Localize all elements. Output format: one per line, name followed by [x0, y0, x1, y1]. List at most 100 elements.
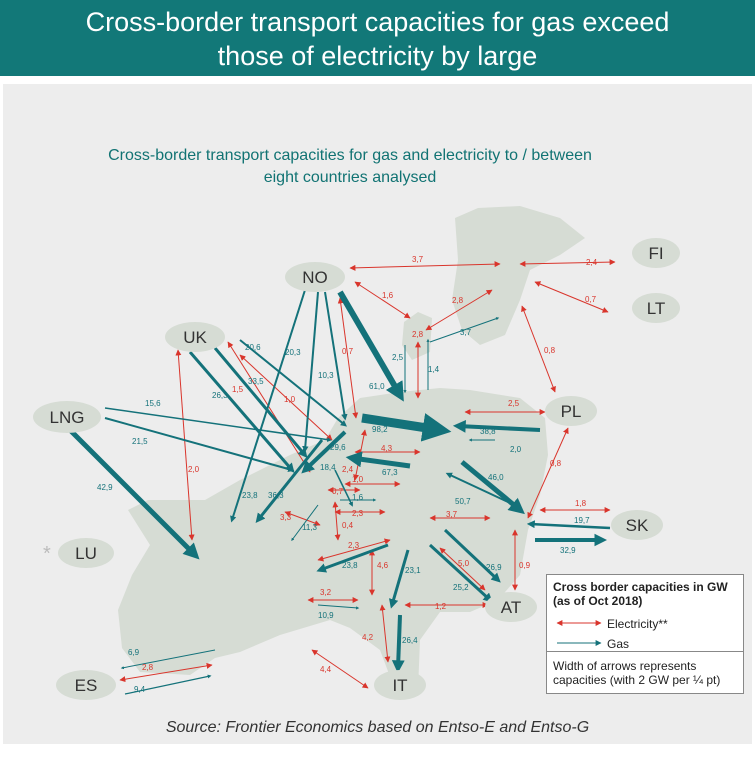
gas-arrow-uk-fr [188, 351, 295, 473]
val-sk-cz-329: 32,9 [560, 546, 576, 555]
val-no-dk-16: 1,6 [382, 291, 394, 300]
legend-symbols [556, 620, 602, 646]
bubble-pl [545, 396, 597, 426]
elec-arrow-es-fr [119, 662, 213, 683]
elec-arrow-fr-it [311, 649, 369, 689]
val-no-nl-07: 0,7 [342, 347, 354, 356]
val-fr-it-44: 4,4 [320, 665, 332, 674]
bubble-fi [632, 238, 680, 268]
val-uk-fr-20: 2,0 [188, 465, 200, 474]
elec-arrow-no-nl [337, 297, 359, 419]
gas-arrow-sk-cz [526, 520, 611, 530]
elec-arrow-fi-1 [519, 259, 616, 267]
val-be-nl-184: 18,4 [320, 463, 336, 472]
val-dk-de-25: 2,5 [392, 353, 404, 362]
elec-arrow-dk-se [425, 289, 493, 331]
bubble-lng [33, 401, 101, 433]
country-labels: NO FI LT UK LNG PL SK LU AT ES IT [50, 244, 666, 695]
val-de-982: 98,2 [372, 425, 388, 434]
elec-arrow-fr-1 [284, 511, 321, 526]
label-sk: SK [626, 516, 649, 535]
val-lu-07: 0,7 [332, 487, 344, 496]
val-dk-de-14: 1,4 [428, 365, 440, 374]
val-cz-sk-197: 19,7 [574, 516, 590, 525]
val-lu-10: 1,0 [352, 475, 364, 484]
val-lng-156: 15,6 [145, 399, 161, 408]
source-note: Source: Frontier Economics based on Ents… [165, 719, 590, 736]
elec-arrow-uk-fr [175, 349, 195, 541]
val-pl-de-388: 38,8 [480, 427, 496, 436]
val-no-fi: 3,7 [412, 255, 424, 264]
elec-arrow-uk-1 [227, 341, 311, 473]
label-lt: LT [647, 299, 666, 318]
map-legend: Cross border capacities in GW (as of Oct… [546, 574, 744, 694]
bubble-no [285, 262, 345, 292]
gas-arrow-cz-de [445, 472, 509, 503]
elec-arrow-ch-it [379, 604, 391, 663]
val-no-be-103: 10,3 [318, 371, 334, 380]
val-uk-206: 20,6 [245, 343, 261, 352]
val-nl-be-24: 2,4 [342, 465, 354, 474]
bubble-lt [632, 293, 680, 323]
elec-arrow-fi-lt [534, 281, 609, 313]
gas-arrow-fr-es [120, 649, 216, 670]
val-be-nl-296: 29,6 [330, 443, 346, 452]
gas-arrow-uk-be [213, 347, 308, 458]
val-lng-429: 42,9 [97, 483, 113, 492]
elec-arrow-pl-cz [527, 427, 569, 519]
gas-arrow-es-fr [124, 674, 212, 695]
val-fr-32: 3,2 [320, 588, 332, 597]
gas-arrow-de-thick [361, 413, 452, 442]
val-at-252: 25,2 [453, 583, 469, 592]
gas-arrow-de-nl [345, 451, 411, 469]
val-de-cz-507: 50,7 [455, 497, 471, 506]
gas-arrow-uk-nl [239, 339, 347, 427]
gas-arrow-de-cz-1 [460, 460, 525, 515]
elec-arrow-de-at [439, 547, 486, 591]
label-uk: UK [183, 328, 207, 347]
val-fr-238: 23,8 [242, 491, 258, 500]
val-pl-de-20: 2,0 [510, 445, 522, 454]
country-bubbles [33, 238, 680, 700]
val-dk-37: 3,7 [460, 328, 472, 337]
map-subtitle-line-2: eight countries analysed [263, 169, 437, 186]
val-uk-335: 33,5 [248, 377, 264, 386]
gas-arrow-no-fr [230, 289, 306, 523]
scandinavia-land [452, 206, 585, 345]
gas-arrow-no-nl [324, 291, 348, 421]
val-fr-ch-238: 23,8 [342, 561, 358, 570]
title-line-1: Cross-border transport capacities for ga… [85, 7, 670, 37]
val-fr-363: 36,3 [268, 491, 284, 500]
gas-arrow-lng-1 [104, 407, 332, 442]
legend-electricity-label: Electricity** [607, 617, 668, 631]
label-es: ES [75, 676, 98, 695]
legend-note: Width of arrows represents capacities (w… [553, 659, 721, 687]
val-lu-16: 1,6 [352, 493, 364, 502]
val-at-269: 26,9 [486, 563, 502, 572]
val-cz-sk-18: 1,8 [575, 499, 587, 508]
electricity-arrows [119, 259, 616, 689]
legend-gas-label: Gas [607, 637, 630, 651]
val-es-fr-28: 2,8 [142, 663, 154, 672]
label-lu: LU [75, 544, 97, 563]
val-fr-113: 11,3 [302, 523, 318, 532]
val-nl-de-673: 67,3 [382, 468, 398, 477]
val-fr-04: 0,4 [342, 521, 354, 530]
gas-arrow-dk-se [429, 317, 500, 343]
val-pl-cz-08: 0,8 [550, 459, 562, 468]
label-no: NO [302, 268, 328, 287]
val-fi-lt-24: 2,4 [586, 258, 598, 267]
title-line-2: those of electricity by large [217, 41, 538, 71]
label-at: AT [501, 598, 521, 617]
bubble-lu [58, 538, 114, 568]
label-fi: FI [648, 244, 663, 263]
gas-arrow-lu-fr [291, 504, 319, 542]
val-es-fr-94: 9,4 [134, 685, 146, 694]
val-de-pl-25: 2,5 [508, 399, 520, 408]
elec-arrow-uk-2 [239, 354, 333, 441]
legend-divider [547, 651, 743, 652]
denmark-land [402, 312, 432, 360]
gas-arrow-de-at [443, 528, 501, 583]
gas-arrows [68, 289, 611, 695]
val-ch-it-264: 26,4 [402, 636, 418, 645]
